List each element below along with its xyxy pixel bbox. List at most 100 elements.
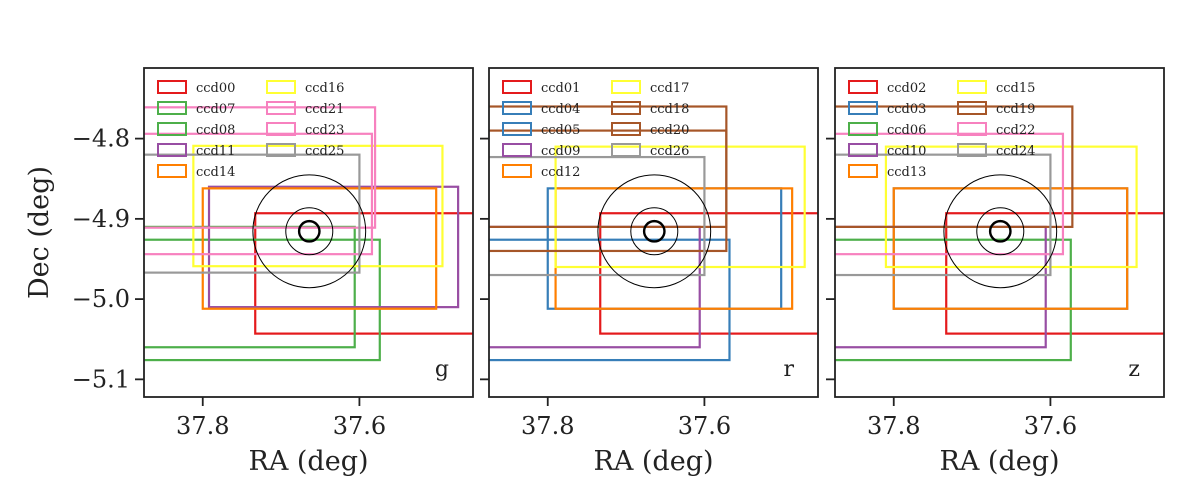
legend-label: ccd13 <box>887 165 926 180</box>
footprint-ccd23 <box>144 132 374 256</box>
legend-label: ccd15 <box>996 81 1035 96</box>
footprint-ccd13 <box>892 187 1129 310</box>
panel-frame-g <box>143 67 474 398</box>
legend-z: ccd02ccd03ccd06ccd10ccd13ccd15ccd19ccd22… <box>848 80 1035 180</box>
legend-swatch <box>848 122 878 136</box>
legend-label: ccd16 <box>305 81 344 96</box>
footprint-ccd03 <box>892 187 1129 310</box>
plot-area-r <box>489 105 818 362</box>
legend-swatch <box>611 143 641 157</box>
legend-swatch <box>848 80 878 94</box>
band-label: r <box>783 357 794 382</box>
footprint-ccd25 <box>144 153 361 274</box>
plot-area-g <box>144 106 473 362</box>
legend-swatch <box>157 122 187 136</box>
legend-swatch <box>957 122 987 136</box>
legend-label: ccd19 <box>996 102 1035 117</box>
aperture-circle <box>988 219 1012 243</box>
legend-swatch <box>848 164 878 178</box>
x-tick-label: 37.6 <box>333 412 386 440</box>
legend-swatch <box>157 80 187 94</box>
footprint-ccd06 <box>835 238 1072 362</box>
legend-r: ccd01ccd04ccd05ccd09ccd12ccd17ccd18ccd20… <box>502 80 689 180</box>
legend-swatch <box>611 80 641 94</box>
legend-swatch <box>848 143 878 157</box>
x-tick-label: 37.8 <box>176 412 229 440</box>
legend-swatch <box>157 101 187 115</box>
legend-label: ccd09 <box>541 144 580 159</box>
legend-label: ccd06 <box>887 123 926 138</box>
legend-swatch <box>266 122 296 136</box>
y-tick-label: −5.0 <box>72 285 130 313</box>
legend-label: ccd02 <box>887 81 926 96</box>
footprint-ccd26 <box>489 155 706 277</box>
aperture-circle <box>642 219 666 243</box>
y-tick-label: −5.1 <box>72 365 130 393</box>
legend-label: ccd17 <box>650 81 689 96</box>
legend-swatch <box>848 101 878 115</box>
footprint-ccd04 <box>489 238 731 362</box>
legend-label: ccd11 <box>196 144 235 159</box>
legend-swatch <box>157 143 187 157</box>
y-tick-label: −4.8 <box>72 125 130 153</box>
y-tick-label: −4.9 <box>72 205 130 233</box>
x-axis-label: RA (deg) <box>593 446 713 477</box>
x-tick-label: 37.6 <box>1024 412 1077 440</box>
aperture-circle <box>297 219 321 243</box>
panel-z: 37.8 37.6 RA (deg) z ccd02 ccd03 ccd06 ccd10 ccd… <box>826 67 1165 477</box>
legend-swatch <box>957 101 987 115</box>
legend-swatch <box>611 122 641 136</box>
footprint-ccd22 <box>835 132 1065 256</box>
aperture-circle <box>630 207 679 256</box>
x-axis-label: RA (deg) <box>939 446 1059 477</box>
x-axis-label: RA (deg) <box>248 446 368 477</box>
legend-label: ccd10 <box>887 144 926 159</box>
panel-frame-z <box>834 67 1165 398</box>
legend-label: ccd05 <box>541 123 580 138</box>
legend-label: ccd04 <box>541 102 580 117</box>
footprint-ccd21 <box>144 106 377 229</box>
legend-swatch <box>157 164 187 178</box>
x-tick-label: 37.8 <box>867 412 920 440</box>
footprint-ccd15 <box>884 145 1138 269</box>
footprint-ccd17 <box>554 145 806 269</box>
legend-label: ccd07 <box>196 102 235 117</box>
footprint-ccd05 <box>546 187 783 310</box>
legend-label: ccd03 <box>887 102 926 117</box>
footprint-ccd24 <box>835 153 1052 277</box>
footprint-ccd20 <box>489 129 728 253</box>
aperture-circle <box>285 207 334 256</box>
legend-label: ccd26 <box>650 144 689 159</box>
legend-swatch <box>502 80 532 94</box>
band-label: z <box>1128 357 1140 382</box>
legend-swatch <box>957 80 987 94</box>
legend-label: ccd18 <box>650 102 689 117</box>
aperture-circle <box>976 207 1025 256</box>
legend-label: ccd12 <box>541 165 580 180</box>
band-label: g <box>435 357 449 382</box>
legend-label: ccd24 <box>996 144 1035 159</box>
legend-swatch <box>266 101 296 115</box>
legend-g: ccd00 ccd07 ccd08 ccd11 ccd14 ccd16 ccd21 ccd23… <box>157 80 344 180</box>
legend-swatch <box>502 143 532 157</box>
footprint-ccd14 <box>201 187 438 310</box>
aperture-circle <box>597 174 712 289</box>
legend-swatch <box>611 101 641 115</box>
legend-label: ccd21 <box>305 102 344 117</box>
legend-label: ccd14 <box>196 165 235 180</box>
legend-label: ccd08 <box>196 123 235 138</box>
footprint-ccd11 <box>207 185 460 309</box>
plot-area-z <box>835 105 1164 362</box>
legend-label: ccd23 <box>305 123 344 138</box>
footprint-ccd12 <box>554 187 794 310</box>
legend-swatch <box>266 80 296 94</box>
legend-label: ccd20 <box>650 123 689 138</box>
x-tick-label: 37.8 <box>521 412 574 440</box>
legend-swatch <box>957 143 987 157</box>
legend-label: ccd00 <box>196 81 235 96</box>
footprint-ccd01 <box>599 212 818 335</box>
aperture-circle <box>943 174 1058 289</box>
